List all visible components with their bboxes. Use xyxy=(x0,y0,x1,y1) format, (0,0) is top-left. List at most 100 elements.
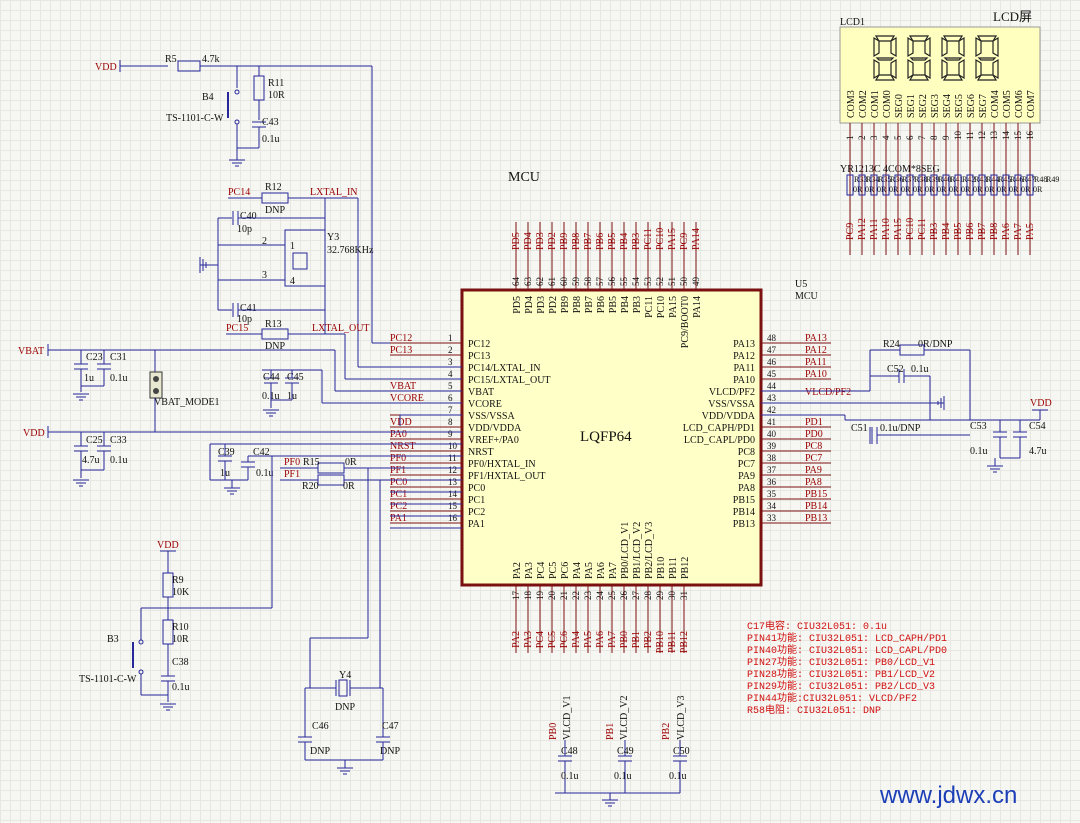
lcd-pin-number: 10 xyxy=(953,131,963,141)
left-net-label: NRST xyxy=(390,441,416,452)
top-pin-name: PD5 xyxy=(512,296,523,314)
bottom-pin-name: PA4 xyxy=(572,562,583,579)
lcd-pin-number: 1 xyxy=(845,136,855,141)
right-pin-number: 40 xyxy=(767,429,777,439)
c44-ref: C44 xyxy=(263,372,280,383)
bottom-pin-number: 17 xyxy=(511,591,521,601)
r13-resistor xyxy=(261,328,289,340)
bottom-pin-number: 31 xyxy=(679,591,689,600)
lcd-series-resistor xyxy=(978,174,986,196)
right-net-label: PB14 xyxy=(805,501,827,512)
lcd-series-resistor xyxy=(990,174,998,196)
left-pin-number: 15 xyxy=(448,501,458,511)
bottom-pin-number: 24 xyxy=(595,591,605,601)
right-net-label: PA9 xyxy=(805,465,822,476)
lcd-net-label: PB6 xyxy=(965,223,976,240)
right-pin-name: PA11 xyxy=(734,363,756,374)
lcd-resistor-ref: R44 xyxy=(986,175,999,184)
lcd-net-label: PC10 xyxy=(905,218,916,240)
lcd-series-resistor xyxy=(858,174,866,196)
top-net-label: PB8 xyxy=(571,233,582,250)
lcd-segment xyxy=(977,57,997,61)
bottom-net-label: PA5 xyxy=(583,631,594,648)
top-pin-number: 51 xyxy=(667,277,677,286)
lcd-resistor-value: 0R xyxy=(937,185,947,194)
b4-value: TS-1101-C-W xyxy=(166,113,224,124)
c48-net: PB0 xyxy=(548,723,559,740)
lcd-segment xyxy=(908,74,930,81)
lcd-segment xyxy=(874,74,896,81)
r11-ref: R11 xyxy=(268,78,284,89)
left-pin-number: 6 xyxy=(448,393,453,403)
top-pin-number: 54 xyxy=(631,277,641,287)
top-pin-name: PD3 xyxy=(536,296,547,314)
lcd-segment xyxy=(942,74,964,81)
c52-ref: C52 xyxy=(887,364,904,375)
lcd-net-label: PA7 xyxy=(1013,223,1024,240)
c48-vnet: VLCD_V1 xyxy=(562,696,573,740)
c47-ref: C47 xyxy=(382,721,399,732)
c46-value: DNP xyxy=(310,746,330,757)
r5-resistor xyxy=(177,60,201,72)
bottom-pin-number: 21 xyxy=(559,591,569,600)
bottom-net-label: PB1 xyxy=(631,631,642,648)
top-pin-name: PD4 xyxy=(524,296,535,314)
left-pin-number: 2 xyxy=(448,345,453,355)
lcd-display xyxy=(839,26,1041,124)
top-pin-name: PC10 xyxy=(656,296,667,318)
lcd-segment xyxy=(890,36,897,58)
lcd-series-resistor xyxy=(1002,174,1010,196)
mcu-body xyxy=(460,288,763,587)
c31-value: 0.1u xyxy=(110,373,128,384)
bottom-pin-name: PA7 xyxy=(608,562,619,579)
lcd-pin-number: 16 xyxy=(1025,131,1035,141)
left-net-label: PC12 xyxy=(390,333,412,344)
lcd-net-label: PC11 xyxy=(917,218,928,240)
lcd-pin-name: COM3 xyxy=(846,90,857,118)
bottom-pin-number: 26 xyxy=(619,591,629,601)
top-net-label: PD4 xyxy=(523,232,534,250)
lcd-resistor-value: 0R xyxy=(997,185,1007,194)
left-net-label: PF0 xyxy=(390,453,406,464)
top-pin-number: 62 xyxy=(535,277,545,286)
c50-net: PB2 xyxy=(661,723,672,740)
top-pin-number: 50 xyxy=(679,277,689,287)
lcd-pin-number: 5 xyxy=(893,135,903,140)
b3-value: TS-1101-C-W xyxy=(79,674,137,685)
mcu-title: MCU xyxy=(508,170,540,185)
left-pin-name: PC2 xyxy=(468,507,485,518)
left-net-label: PF1 xyxy=(390,465,406,476)
r9-value: 10K xyxy=(172,587,190,598)
note-line: R58电阻: CIU32L051: DNP xyxy=(747,703,881,717)
note-line: PIN28功能: CIU32L051: PB1/LCD_V2 xyxy=(747,667,935,681)
left-pin-name: PF1/HXTAL_OUT xyxy=(468,471,546,482)
c38-value: 0.1u xyxy=(172,682,190,693)
c42-ref: C42 xyxy=(253,447,270,458)
r15-resistor xyxy=(317,462,345,474)
right-pin-name: LCD_CAPL/PD0 xyxy=(684,435,755,446)
r10-ref: R10 xyxy=(172,622,189,633)
lcd-pin-number: 8 xyxy=(929,135,939,140)
left-net-label: PA0 xyxy=(390,429,407,440)
vbat-mode-jumper[interactable] xyxy=(149,371,163,399)
bottom-pin-number: 20 xyxy=(547,591,557,601)
lcd-net-label: PB5 xyxy=(953,223,964,240)
top-pin-name: PB8 xyxy=(572,296,583,313)
lcd-net-label: PB3 xyxy=(929,223,940,240)
bottom-net-label: PB12 xyxy=(679,631,690,653)
top-pin-name: PA15 xyxy=(668,296,679,318)
lcd-pin-name: SEG6 xyxy=(966,94,977,118)
lcd-segment xyxy=(976,74,998,81)
lcd-pin-name: COM4 xyxy=(990,90,1001,118)
right-pin-number: 48 xyxy=(767,333,777,343)
bottom-pin-name: PA5 xyxy=(584,562,595,579)
right-pin-name: LCD_CAPH/PD1 xyxy=(683,423,755,434)
c23-value: 1u xyxy=(84,373,94,384)
left-net-label: VDD xyxy=(390,417,412,428)
lcd-segment xyxy=(975,58,982,80)
c48-ref: C48 xyxy=(561,746,578,757)
top-pin-name: PB3 xyxy=(632,296,643,313)
c42-value: 0.1u xyxy=(256,468,274,479)
